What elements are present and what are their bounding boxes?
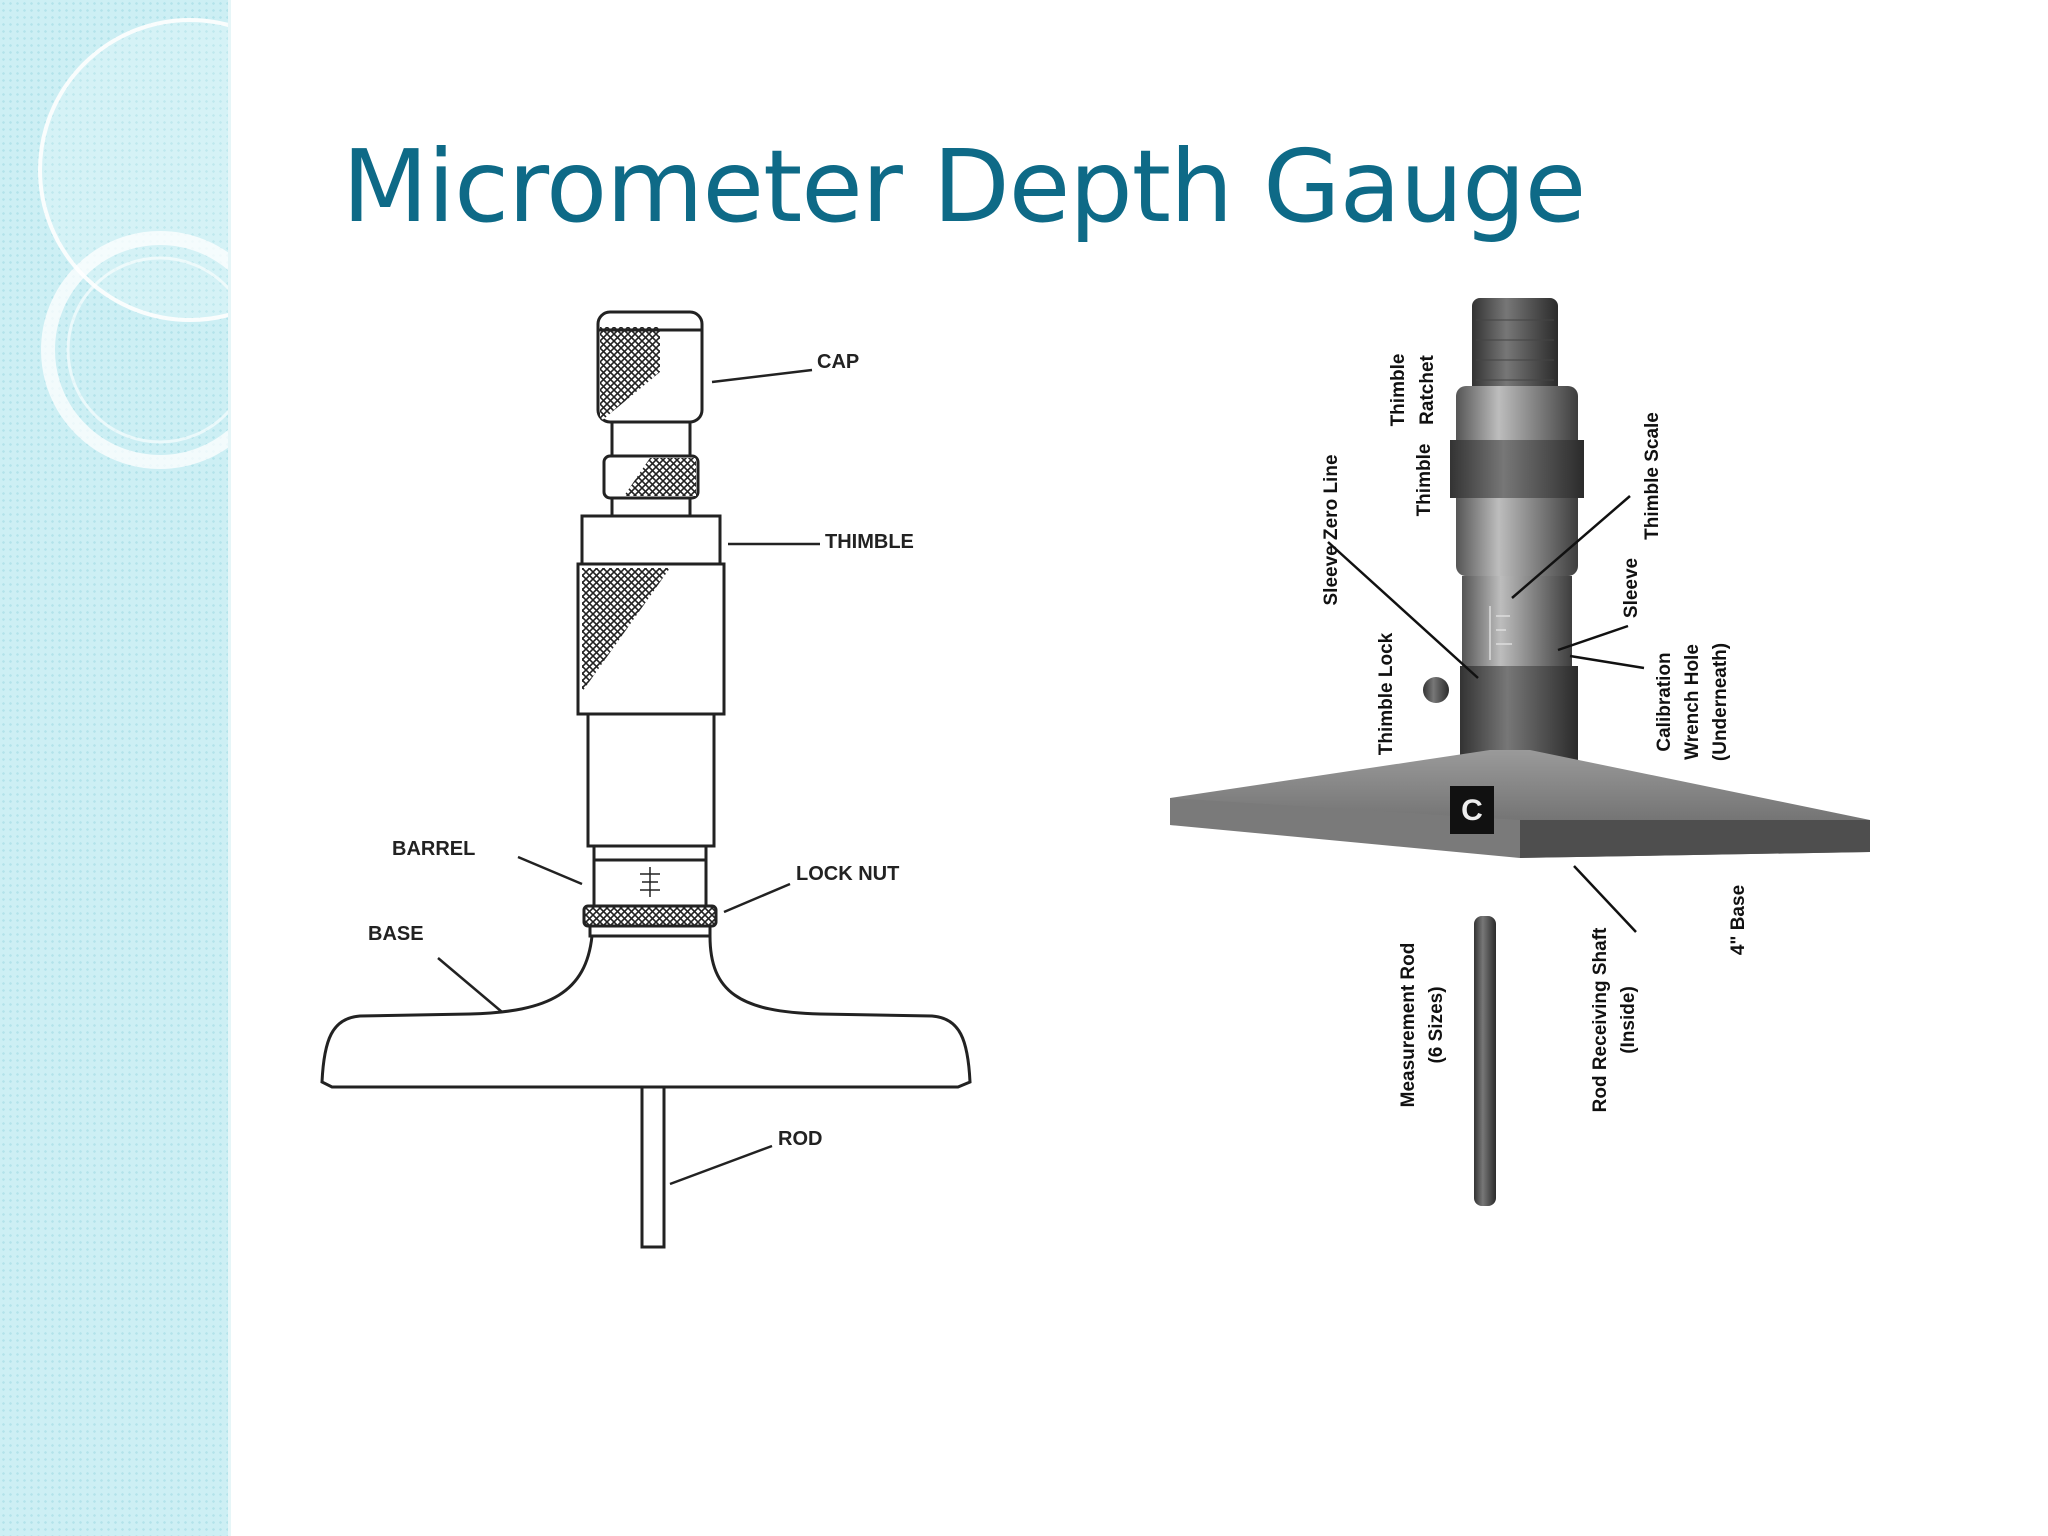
label-thimble: Thimble <box>1414 444 1435 517</box>
label-calibration-1: Calibration <box>1654 652 1675 751</box>
label-calibration-2: Wrench Hole <box>1682 644 1703 760</box>
label-sleeve: Sleeve <box>1621 558 1642 618</box>
thimble-lock-knob <box>1423 677 1449 703</box>
label-thimble-ratchet-2: Ratchet <box>1417 354 1438 424</box>
label-calibration-3: (Underneath) <box>1710 643 1731 761</box>
label-4in-base: 4" Base <box>1728 885 1749 955</box>
label-lock-nut: LOCK NUT <box>796 863 899 885</box>
label-barrel: BARREL <box>392 838 475 860</box>
lock-nut-shape <box>582 904 718 928</box>
label-cap: CAP <box>817 351 859 373</box>
label-thimble: THIMBLE <box>825 531 914 553</box>
thimble-shape <box>580 514 722 566</box>
slide-title: Micrometer Depth Gauge <box>342 128 1586 245</box>
measurement-rod <box>1474 916 1496 1206</box>
rod-shape <box>640 1085 666 1249</box>
label-sleeve-zero-line: Sleeve Zero Line <box>1321 454 1342 605</box>
label-measurement-rod-1: Measurement Rod <box>1398 943 1419 1108</box>
label-rod-receiving-1: Rod Receiving Shaft <box>1590 927 1611 1112</box>
depth-gauge-line-drawing: CAP THIMBLE BARREL LOCK NUT BASE ROD <box>320 292 980 1262</box>
sleeve-shape <box>1462 576 1572 666</box>
label-thimble-scale: Thimble Scale <box>1642 412 1663 540</box>
base-shape <box>320 934 972 1089</box>
label-thimble-lock: Thimble Lock <box>1376 632 1397 755</box>
label-rod-receiving-2: (Inside) <box>1618 986 1639 1054</box>
label-rod: ROD <box>778 1128 822 1150</box>
depth-micrometer-photo: C Thimble Ratchet Thimble Sleeve Zero Li… <box>1150 280 1900 1230</box>
svg-text:C: C <box>1461 794 1483 827</box>
label-measurement-rod-2: (6 Sizes) <box>1426 986 1447 1063</box>
sidebar-rings <box>38 18 228 469</box>
ratchet-shape <box>1472 298 1558 396</box>
label-thimble-ratchet-1: Thimble <box>1388 354 1409 427</box>
label-base: BASE <box>368 923 424 945</box>
decorative-sidebar <box>0 0 228 1536</box>
sidebar-divider <box>228 0 231 1536</box>
